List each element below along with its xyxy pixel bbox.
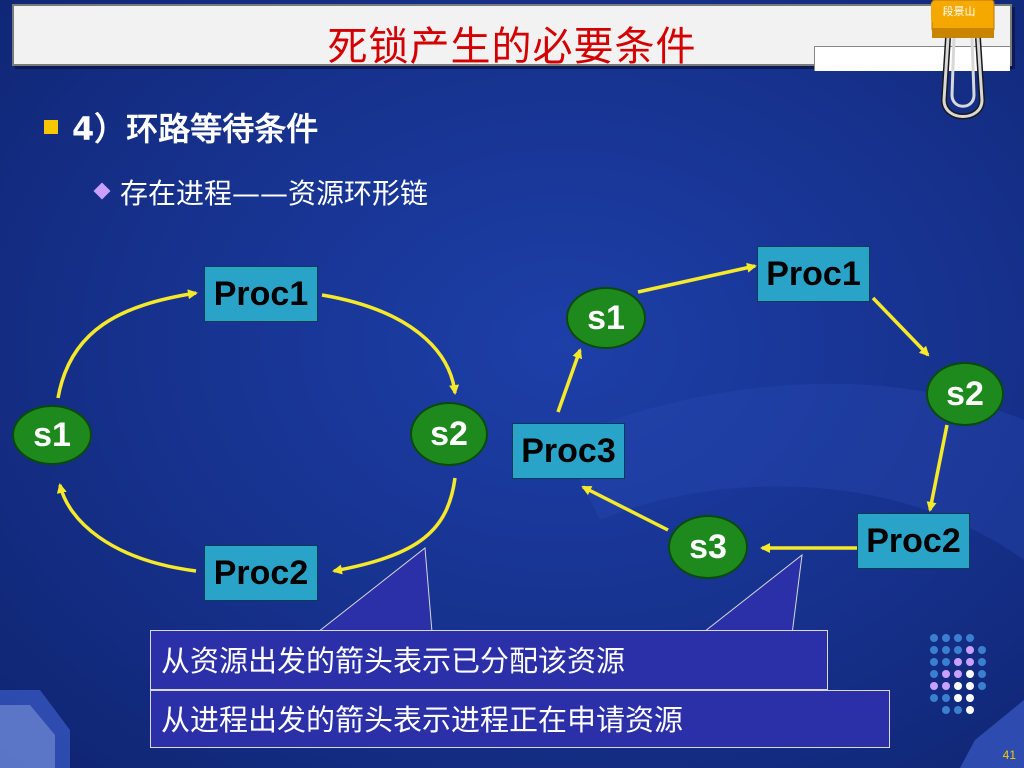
left-s1-node: s1 [12,405,92,465]
slide-title: 死锁产生的必要条件 [327,24,697,70]
arrow-s3-to-proc3 [581,485,669,532]
note-resource-arrow: 从资源出发的箭头表示已分配该资源 [150,630,828,690]
left-proc2-box: Proc2 [204,545,318,601]
right-s1-node: s1 [566,287,646,349]
bullet-level2-text: 存在进程——资源环形链 [120,177,429,210]
right-proc3-box: Proc3 [512,423,625,479]
page-number: 41 [1002,748,1016,762]
left-proc1-box: Proc1 [204,266,318,322]
note-process-arrow: 从进程出发的箭头表示进程正在申请资源 [150,690,890,748]
arrow-s2-to-proc2 [332,477,457,575]
arrow-s2-to-proc2-right [926,424,949,512]
title-bar: 死锁产生的必要条件 [12,4,1012,71]
arrow-s1-to-proc1 [56,289,198,399]
right-s3-node: s3 [668,515,748,579]
square-bullet-icon [44,120,58,134]
arrow-proc3-to-s1 [556,348,583,413]
dot-pattern-decoration [930,634,986,714]
right-proc2-box: Proc2 [857,513,970,569]
right-proc1-box: Proc1 [757,246,870,302]
bullet-level1: 4）环路等待条件 [44,104,318,150]
right-s2-node: s2 [926,362,1004,426]
bullet-level1-text: 4）环路等待条件 [72,110,319,148]
author-tag: 段景山 [931,2,987,22]
arrow-proc1-to-s2 [321,293,460,395]
left-s2-node: s2 [410,402,488,466]
arrow-s1-to-proc1-right [637,262,757,294]
bullet-level2: 存在进程——资源环形链 [93,172,429,212]
arrow-proc2-to-s1 [56,483,197,573]
arrow-proc1-to-s2-right [871,296,930,357]
